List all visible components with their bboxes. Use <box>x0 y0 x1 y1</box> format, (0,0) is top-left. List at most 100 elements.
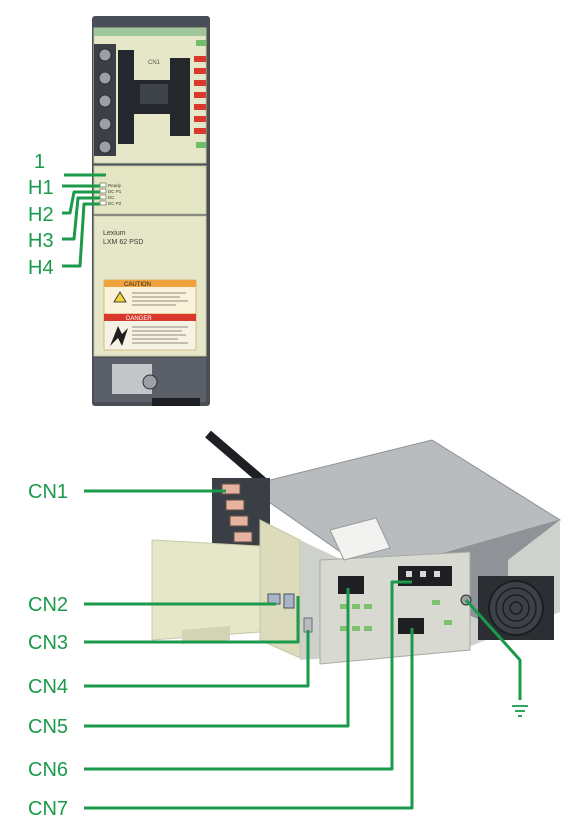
terminal-screw <box>98 94 112 108</box>
led-label: DC <box>108 195 115 200</box>
cover-hinge <box>182 626 230 644</box>
terminal-screw <box>98 117 112 131</box>
danger-header <box>104 314 196 321</box>
leader-line-CN6 <box>84 580 412 771</box>
terminal-screw <box>98 48 112 62</box>
cn6-pins <box>406 571 440 577</box>
red-connector-pins <box>194 56 206 134</box>
leader-line-CN7 <box>84 628 414 810</box>
top-cable <box>205 430 267 486</box>
electric-shock-icon <box>110 326 128 346</box>
cn1-plug <box>233 531 253 543</box>
callout-CN5: CN5 <box>28 716 68 738</box>
led-labels: Ready DC P1 DC DC P2 <box>108 183 122 206</box>
green-terminal <box>340 626 348 631</box>
red-pin <box>194 92 206 98</box>
cn6-pin <box>420 571 426 577</box>
green-terminal <box>352 604 360 609</box>
green-pin <box>196 40 206 46</box>
red-pin <box>194 128 206 134</box>
callout-CN6: CN6 <box>28 759 68 781</box>
caution-text-lines <box>132 292 188 306</box>
module-top-strip <box>94 28 206 36</box>
caution-header <box>104 280 196 287</box>
callout-CN1: CN1 <box>28 481 68 503</box>
led-indicator <box>99 182 107 188</box>
led-label: DC P1 <box>108 189 122 194</box>
module-front-view: CN1 24V Ready DC P1 DC DC P2 Lexium LXM … <box>92 16 210 406</box>
led-label: Ready <box>108 183 122 188</box>
leader-line-H3 <box>62 196 100 241</box>
green-terminal <box>432 600 440 605</box>
fan-grill-ring <box>495 587 537 629</box>
cn1-plug <box>221 483 241 495</box>
bottom-cable <box>152 398 200 406</box>
led-indicator <box>99 200 107 206</box>
red-pin <box>194 56 206 62</box>
fan-grill-ring <box>502 594 530 622</box>
module-brand: Lexium <box>103 230 126 237</box>
cn5-connector <box>338 576 364 594</box>
terminal-screws <box>98 48 112 154</box>
module-model: LXM 62 PSD <box>103 239 143 246</box>
cover-body <box>259 519 301 659</box>
callout-CN3: CN3 <box>28 632 68 654</box>
callout-CN4: CN4 <box>28 676 68 698</box>
cn1-plugs <box>221 483 253 543</box>
module-rear-view <box>151 430 562 665</box>
callout-H2: H2 <box>28 204 54 226</box>
cn6-pin <box>434 571 440 577</box>
caution-title: CAUTION <box>124 282 151 288</box>
callout-H1: H1 <box>28 177 54 199</box>
callout-H4: H4 <box>28 257 54 279</box>
terminal-screw <box>98 140 112 154</box>
cn4-port <box>303 617 313 633</box>
module-connector-label: CN1 <box>148 60 161 66</box>
red-pin <box>194 104 206 110</box>
callout-H3: H3 <box>28 230 54 252</box>
callout-labels: 1 H1 H2 H3 H4 CN1 CN2 CN3 CN4 CN5 CN6 CN… <box>28 151 68 820</box>
danger-title: DANGER <box>126 316 152 322</box>
red-pin <box>194 116 206 122</box>
green-terminal <box>364 626 372 631</box>
leader-line-H4 <box>62 202 100 268</box>
leader-line-CN5 <box>84 588 350 728</box>
leader-line-CN3 <box>84 596 300 644</box>
led-panel <box>93 165 207 215</box>
product-label <box>329 517 391 561</box>
leader-lines <box>62 173 522 810</box>
green-terminal <box>444 620 452 625</box>
cooling-fan-icon <box>488 580 544 636</box>
module-voltage-label: 24V <box>122 124 133 130</box>
callout-CN2: CN2 <box>28 594 68 616</box>
green-terminal <box>340 604 348 609</box>
cn1-plug <box>225 499 245 511</box>
cn6-pin <box>406 571 412 577</box>
bottom-clamp-screw <box>142 374 158 390</box>
terminal-screw <box>98 71 112 85</box>
leader-line-H2 <box>62 190 100 215</box>
callout-1: 1 <box>34 151 45 173</box>
cn7-connector <box>398 618 424 634</box>
green-terminal <box>364 604 372 609</box>
fan-grill-ring <box>509 601 523 615</box>
cn1-plug <box>229 515 249 527</box>
red-pin <box>194 80 206 86</box>
green-terminal <box>352 626 360 631</box>
led-label: DC P2 <box>108 201 122 206</box>
green-terminals <box>340 600 452 631</box>
ground-symbol-icon <box>512 705 528 717</box>
green-pin <box>196 142 206 148</box>
cn3-port <box>283 593 295 609</box>
callout-CN7: CN7 <box>28 798 68 820</box>
led-indicator <box>99 188 107 194</box>
danger-text-lines <box>132 326 188 344</box>
leader-line-CN4 <box>84 630 310 688</box>
bus-bar-insert <box>140 84 168 104</box>
warning-triangle-icon <box>113 291 127 303</box>
leader-line-ground <box>464 598 522 700</box>
fan-grill <box>495 587 537 629</box>
red-pin <box>194 68 206 74</box>
open-cover <box>151 539 261 641</box>
